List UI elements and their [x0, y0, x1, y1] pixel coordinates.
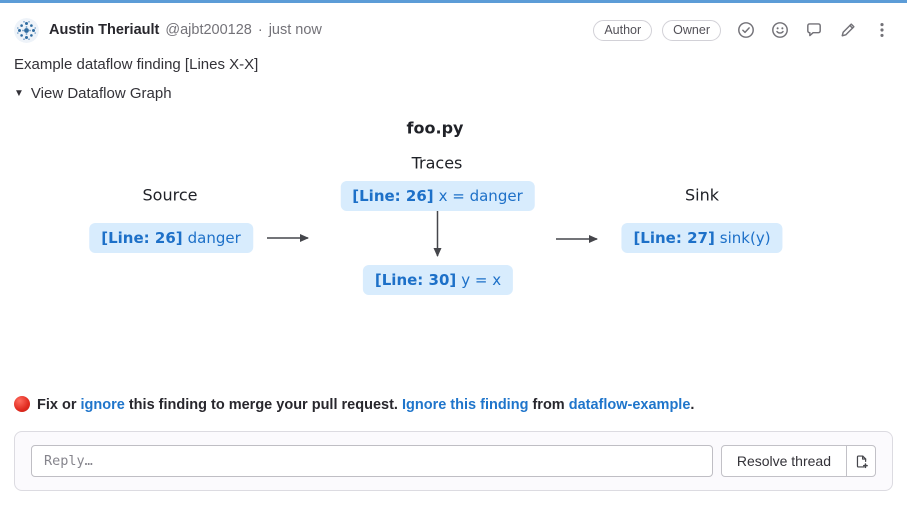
thread-actions: Resolve thread [720, 445, 876, 477]
reply-input[interactable] [31, 445, 713, 477]
author-handle: @ajbt200128 [165, 22, 252, 38]
new-thread-button[interactable] [805, 21, 823, 39]
dataflow-graph: foo.py Traces Source Sink [Line: 26]dang… [0, 108, 907, 323]
comment-title: Example dataflow finding [Lines X-X] [14, 56, 259, 73]
dataflow-arrows [267, 211, 598, 257]
comment-header: Austin Theriault @ajbt200128 · just now … [14, 17, 891, 43]
red-circle-icon [14, 396, 30, 412]
merge-requirement-note: Fix or ignore this finding to merge your… [14, 395, 893, 415]
sink-node-line: [Line: 27] [633, 229, 715, 247]
triangle-down-icon: ▼ [14, 88, 24, 99]
trace-bottom-node-line: [Line: 30] [374, 271, 457, 289]
dataflow-graph-toggle[interactable]: ▼ View Dataflow Graph [14, 85, 172, 102]
graph-traces-label: Traces [411, 153, 463, 173]
ignore-link[interactable]: ignore [80, 397, 125, 413]
trace-top-node-code: x = danger [438, 187, 523, 205]
add-reaction-button[interactable] [771, 21, 789, 39]
sink-node-code: sink(y) [719, 229, 771, 247]
resolve-check-button[interactable] [737, 21, 755, 39]
smiley-icon [772, 22, 788, 38]
kebab-menu-icon [880, 23, 884, 37]
ignore-this-finding-link[interactable]: Ignore this finding [401, 397, 529, 413]
timestamp[interactable]: just now [268, 22, 322, 38]
note-text: from [528, 397, 569, 413]
create-issue-button[interactable] [846, 445, 876, 477]
graph-source-label: Source [142, 185, 198, 205]
pencil-icon [841, 23, 855, 37]
note-text: . [690, 397, 695, 413]
graph-sink-label: Sink [684, 185, 720, 205]
comment-actions: Author Owner [583, 19, 891, 41]
dataflow-graph-toggle-label: View Dataflow Graph [30, 85, 172, 102]
resolve-thread-button[interactable]: Resolve thread [720, 445, 847, 477]
source-node-code: danger [187, 229, 241, 247]
more-actions-button[interactable] [873, 21, 891, 39]
author-info: Austin Theriault @ajbt200128 · just now [14, 17, 322, 43]
note-text: Fix or [37, 397, 81, 413]
owner-badge: Owner [662, 19, 721, 41]
sink-node: [Line: 27]sink(y) [621, 223, 783, 253]
graph-file-title: foo.py [406, 118, 464, 138]
dataflow-example-link[interactable]: dataflow-example [568, 397, 691, 413]
source-node-line: [Line: 26] [101, 229, 183, 247]
comment-icon [807, 23, 821, 37]
trace-bottom-node-code: y = x [461, 271, 502, 289]
trace-top-node: [Line: 26]x = danger [340, 181, 535, 211]
note-text: this finding to merge your pull request. [124, 397, 402, 413]
trace-top-node-line: [Line: 26] [352, 187, 434, 205]
author-name[interactable]: Austin Theriault [49, 22, 160, 38]
source-node: [Line: 26]danger [89, 223, 253, 253]
edit-comment-button[interactable] [839, 21, 857, 39]
new-issue-icon [856, 454, 868, 468]
trace-bottom-node: [Line: 30]y = x [362, 265, 514, 295]
avatar-pattern [14, 17, 39, 43]
check-circle-icon [738, 22, 754, 38]
avatar[interactable] [14, 17, 39, 43]
separator-dot: · [257, 22, 263, 38]
author-badge: Author [593, 19, 653, 41]
reply-form: Resolve thread [14, 431, 893, 491]
